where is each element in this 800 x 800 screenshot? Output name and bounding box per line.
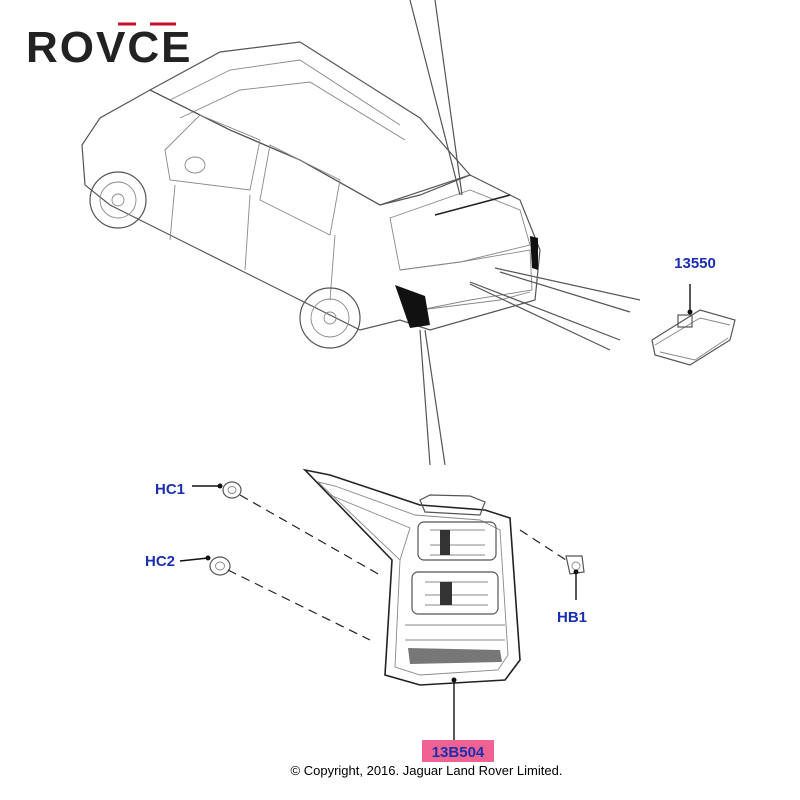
copyright-notice: © Copyright, 2016. Jaguar Land Rover Lim… <box>290 763 563 778</box>
clip-hc1-part <box>192 481 242 499</box>
callout-13550: 13550 <box>674 255 716 272</box>
clip-hc2-part <box>179 555 231 576</box>
tail-lamp-part <box>302 468 521 686</box>
vehicle-outline <box>81 41 541 349</box>
bulb-holder-part <box>651 284 736 366</box>
callout-hb1: HB1 <box>557 609 587 626</box>
callout-13b504: 13B504 <box>432 744 485 761</box>
vehicle-leaders <box>409 0 641 466</box>
highlight-box <box>422 740 494 762</box>
logo-text: ROVCE <box>26 23 192 72</box>
leader-dot <box>451 677 457 683</box>
assembly-dashed-lines <box>227 494 567 641</box>
brand-logo: ROVCE <box>26 23 192 72</box>
callout-hc1: HC1 <box>155 481 185 498</box>
clip-hb1-part <box>565 555 585 600</box>
callout-hc2: HC2 <box>145 553 175 570</box>
